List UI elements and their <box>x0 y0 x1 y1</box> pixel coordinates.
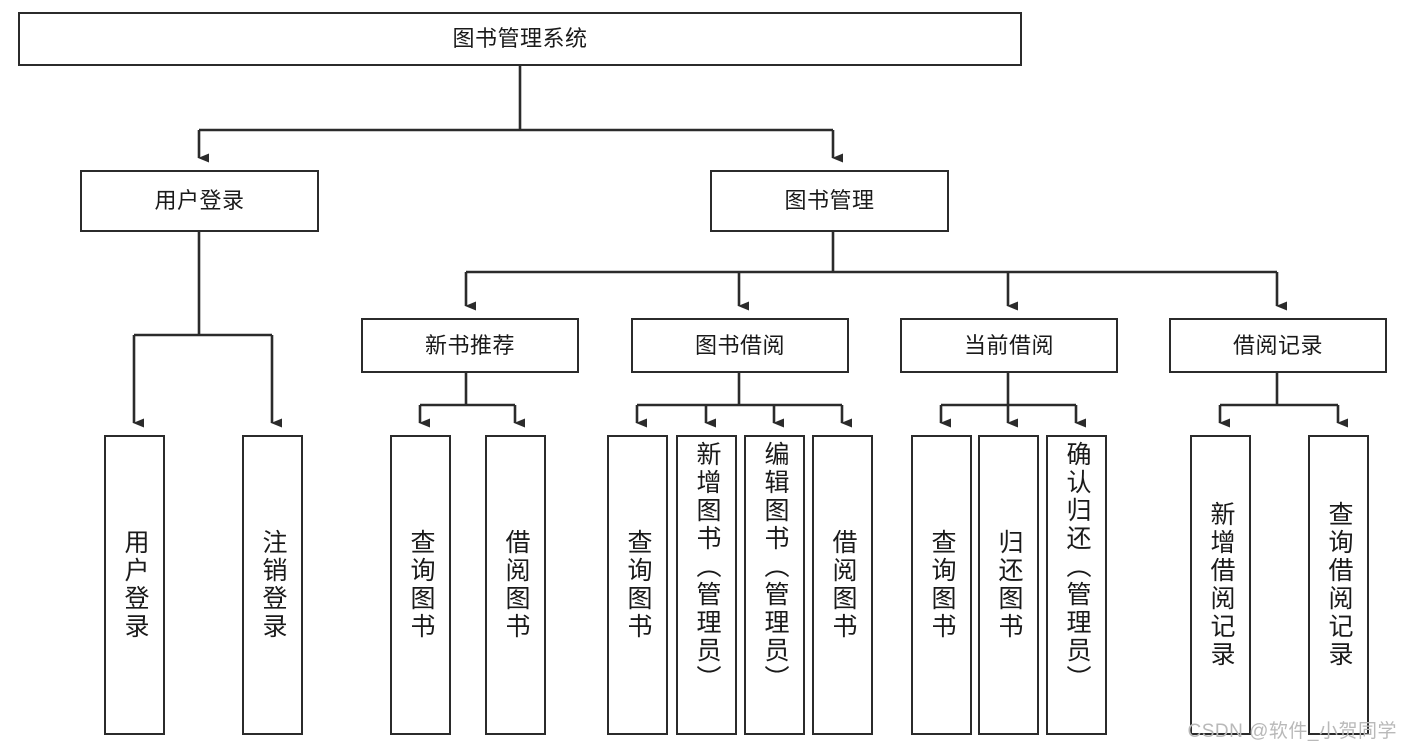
leaf-user-login-logout-label: 注销登录 <box>259 529 287 641</box>
node-current-borrow[interactable]: 当前借阅 <box>900 318 1118 373</box>
leaf-book-borrow-query-label: 查询图书 <box>624 529 652 641</box>
node-new-book-recommend-label: 新书推荐 <box>424 332 515 358</box>
node-current-borrow-label: 当前借阅 <box>963 332 1054 358</box>
node-borrow-record-label: 借阅记录 <box>1232 332 1323 358</box>
watermark: CSDN @软件_小贺同学 <box>1187 721 1397 742</box>
node-root[interactable]: 图书管理系统 <box>18 12 1022 66</box>
leaf-current-borrow-query[interactable]: 查询图书 <box>911 435 972 735</box>
leaf-current-borrow-confirm[interactable]: 确认归还（管理员） <box>1046 435 1107 735</box>
leaf-new-book-query[interactable]: 查询图书 <box>390 435 451 735</box>
leaf-current-borrow-confirm-label: 确认归还（管理员） <box>1063 441 1091 693</box>
leaf-borrow-record-add[interactable]: 新增借阅记录 <box>1190 435 1251 735</box>
leaf-borrow-record-query-label: 查询借阅记录 <box>1325 501 1353 669</box>
leaf-book-borrow-query[interactable]: 查询图书 <box>607 435 668 735</box>
leaf-new-book-borrow-label: 借阅图书 <box>502 529 530 641</box>
leaf-new-book-borrow[interactable]: 借阅图书 <box>485 435 546 735</box>
leaf-user-login-login-label: 用户登录 <box>121 529 149 641</box>
leaf-borrow-record-add-label: 新增借阅记录 <box>1207 501 1235 669</box>
leaf-book-borrow-add-label: 新增图书（管理员） <box>693 441 721 693</box>
leaf-borrow-record-query[interactable]: 查询借阅记录 <box>1308 435 1369 735</box>
leaf-book-borrow-borrow[interactable]: 借阅图书 <box>812 435 873 735</box>
leaf-current-borrow-query-label: 查询图书 <box>928 529 956 641</box>
node-book-manage[interactable]: 图书管理 <box>710 170 949 232</box>
node-borrow-record[interactable]: 借阅记录 <box>1169 318 1387 373</box>
leaf-book-borrow-edit[interactable]: 编辑图书（管理员） <box>744 435 805 735</box>
leaf-user-login-logout[interactable]: 注销登录 <box>242 435 303 735</box>
node-root-label: 图书管理系统 <box>452 26 588 52</box>
leaf-new-book-query-label: 查询图书 <box>407 529 435 641</box>
node-book-borrow-label: 图书借阅 <box>694 332 785 358</box>
leaf-book-borrow-edit-label: 编辑图书（管理员） <box>761 441 789 693</box>
node-book-manage-label: 图书管理 <box>784 188 875 214</box>
node-user-login[interactable]: 用户登录 <box>80 170 319 232</box>
leaf-current-borrow-return-label: 归还图书 <box>995 529 1023 641</box>
node-new-book-recommend[interactable]: 新书推荐 <box>361 318 579 373</box>
node-book-borrow[interactable]: 图书借阅 <box>631 318 849 373</box>
leaf-user-login-login[interactable]: 用户登录 <box>104 435 165 735</box>
node-user-login-label: 用户登录 <box>154 188 245 214</box>
leaf-book-borrow-borrow-label: 借阅图书 <box>829 529 857 641</box>
leaf-current-borrow-return[interactable]: 归还图书 <box>978 435 1039 735</box>
leaf-book-borrow-add[interactable]: 新增图书（管理员） <box>676 435 737 735</box>
